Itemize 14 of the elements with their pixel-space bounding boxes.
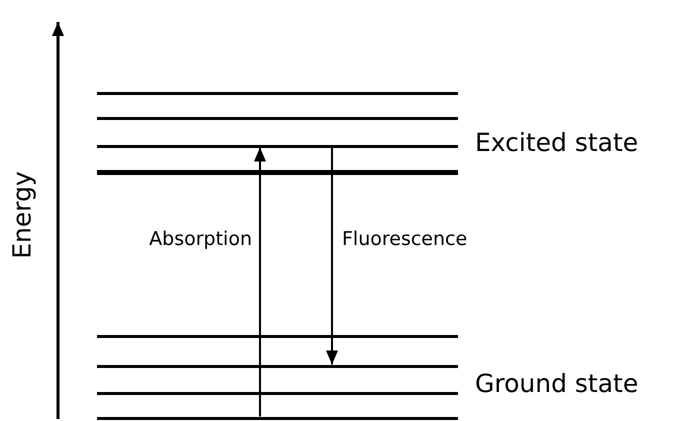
arrow (254, 148, 266, 416)
edge-label: Fluorescence (342, 230, 468, 249)
axis-label: Energy (10, 171, 34, 259)
arrow (326, 148, 338, 364)
energy-level-line (97, 392, 458, 394)
energy-level-line (97, 92, 458, 94)
energy-level-line (97, 334, 458, 338)
edge-label: Absorption (149, 230, 252, 249)
state-label: Excited state (475, 130, 638, 155)
energy-level-line (97, 364, 458, 368)
state-label: Ground state (475, 371, 638, 396)
energy-level-line (97, 116, 458, 120)
energy-level-line (97, 144, 458, 148)
energy-level-line (97, 416, 458, 420)
